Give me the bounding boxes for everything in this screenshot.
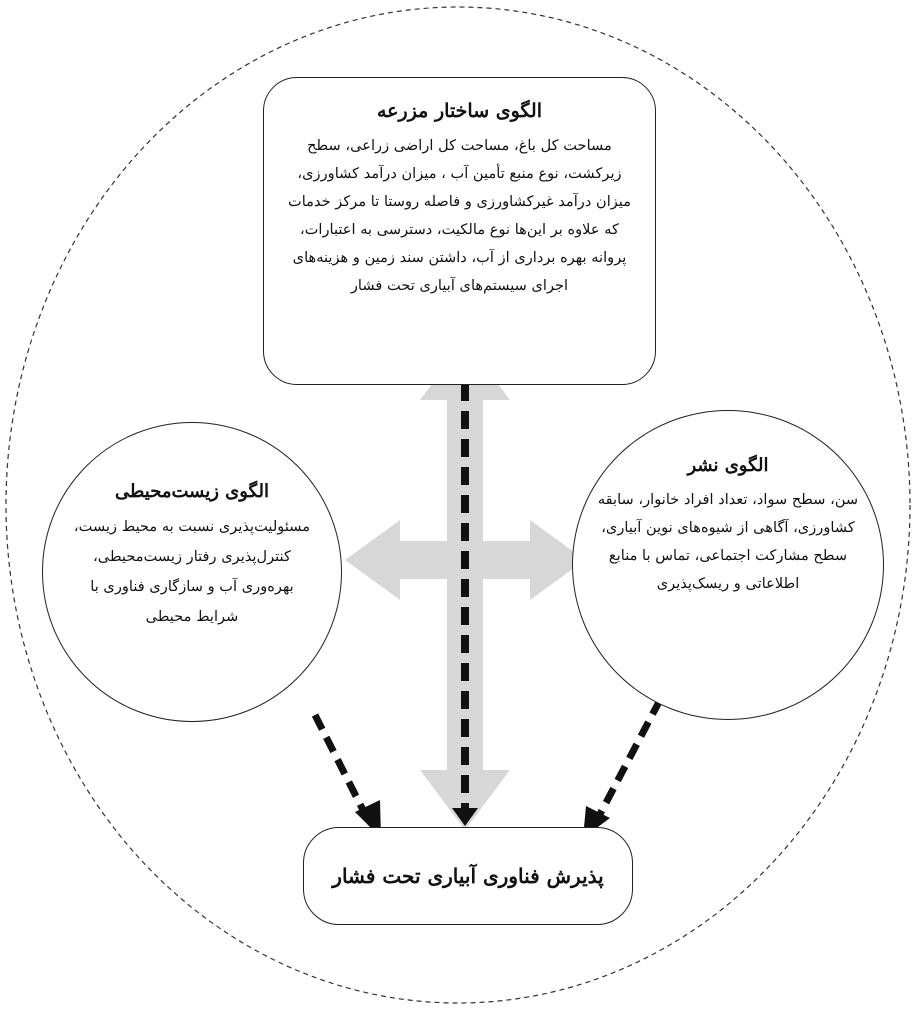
extension-body: سن، سطح سواد، تعداد افراد خانوار، سابقه … [597, 491, 859, 592]
ext-to-adoption-arrow [594, 698, 664, 820]
extension-title: الگوی نشر [687, 455, 769, 476]
farm-to-adoption-arrowhead [452, 808, 478, 826]
farm-structure-box: الگوی ساختار مزرعه مساحت کل باغ، مساحت ک… [263, 77, 656, 385]
environmental-body: مسئولیت‌پذیری نسبت به محیط زیست، کنترل‌پ… [73, 518, 311, 625]
farm-structure-body: مساحت کل باغ، مساحت کل اراضی زراعی، سطح … [287, 137, 632, 294]
extension-circle: الگوی نشر سن، سطح سواد، تعداد افراد خانو… [572, 410, 884, 720]
environmental-title: الگوی زیست‌محیطی [115, 481, 269, 502]
outer-dashed-ellipse [5, 6, 911, 1004]
farm-structure-title: الگوی ساختار مزرعه [377, 100, 542, 122]
env-to-adoption-arrow [311, 713, 372, 822]
environmental-circle: الگوی زیست‌محیطی مسئولیت‌پذیری نسبت به م… [42, 422, 342, 722]
adoption-box: پذیرش فناوری آبیاری تحت فشار [303, 827, 633, 925]
adoption-title: پذیرش فناوری آبیاری تحت فشار [332, 864, 604, 888]
